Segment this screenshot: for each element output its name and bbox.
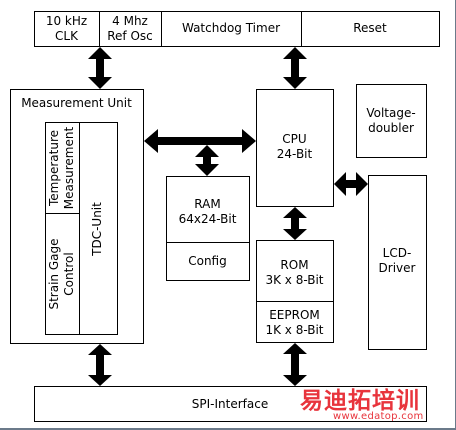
lcd-driver-label: LCD- Driver	[378, 246, 416, 275]
measurement-unit-title: Measurement Unit	[21, 96, 132, 110]
strain-gage-control-label: Strain Gage Control	[47, 238, 76, 310]
ram-label: RAM 64x24-Bit	[178, 197, 237, 226]
arrow-bus	[195, 145, 219, 176]
rom-label: ROM 3K x 8-Bit	[265, 258, 324, 287]
lcd-driver-box	[368, 175, 427, 350]
cpu-box	[256, 89, 334, 207]
arrow-bus	[283, 207, 307, 240]
top-bar-frame	[34, 11, 440, 47]
rom-box	[256, 240, 334, 343]
cpu-label: CPU 24-Bit	[276, 132, 313, 161]
measurement-inner-box	[45, 122, 118, 335]
arrows	[88, 47, 368, 386]
tdc-unit-label: TDC-Unit	[90, 202, 104, 256]
arrow-bus	[334, 172, 368, 196]
ram-box	[166, 176, 250, 281]
arrow-bus	[88, 47, 112, 89]
watermark-url: www.edatop.com	[333, 411, 424, 422]
arrow-bus	[88, 344, 112, 386]
clk-label: 10 kHz CLK	[45, 14, 88, 43]
voltage-doubler-box	[356, 84, 427, 158]
eeprom-label: EEPROM 1K x 8-Bit	[265, 308, 324, 337]
arrow-bus	[283, 47, 307, 89]
arrow-bus	[144, 129, 256, 153]
temperature-measurement-label: Temperature Measurement	[47, 126, 76, 210]
config-label: Config	[188, 254, 227, 268]
reset-label: Reset	[353, 21, 387, 35]
watermark-brand: 易迪拓培训	[300, 388, 420, 414]
watchdog-timer-label: Watchdog Timer	[181, 21, 281, 35]
voltage-doubler-label: Voltage- doubler	[366, 106, 416, 135]
spi-interface-label: SPI-Interface	[191, 397, 269, 411]
ref-osc-label: 4 Mhz Ref Osc	[107, 14, 153, 43]
spi-interface-box	[34, 386, 427, 422]
arrow-bus	[283, 343, 307, 386]
